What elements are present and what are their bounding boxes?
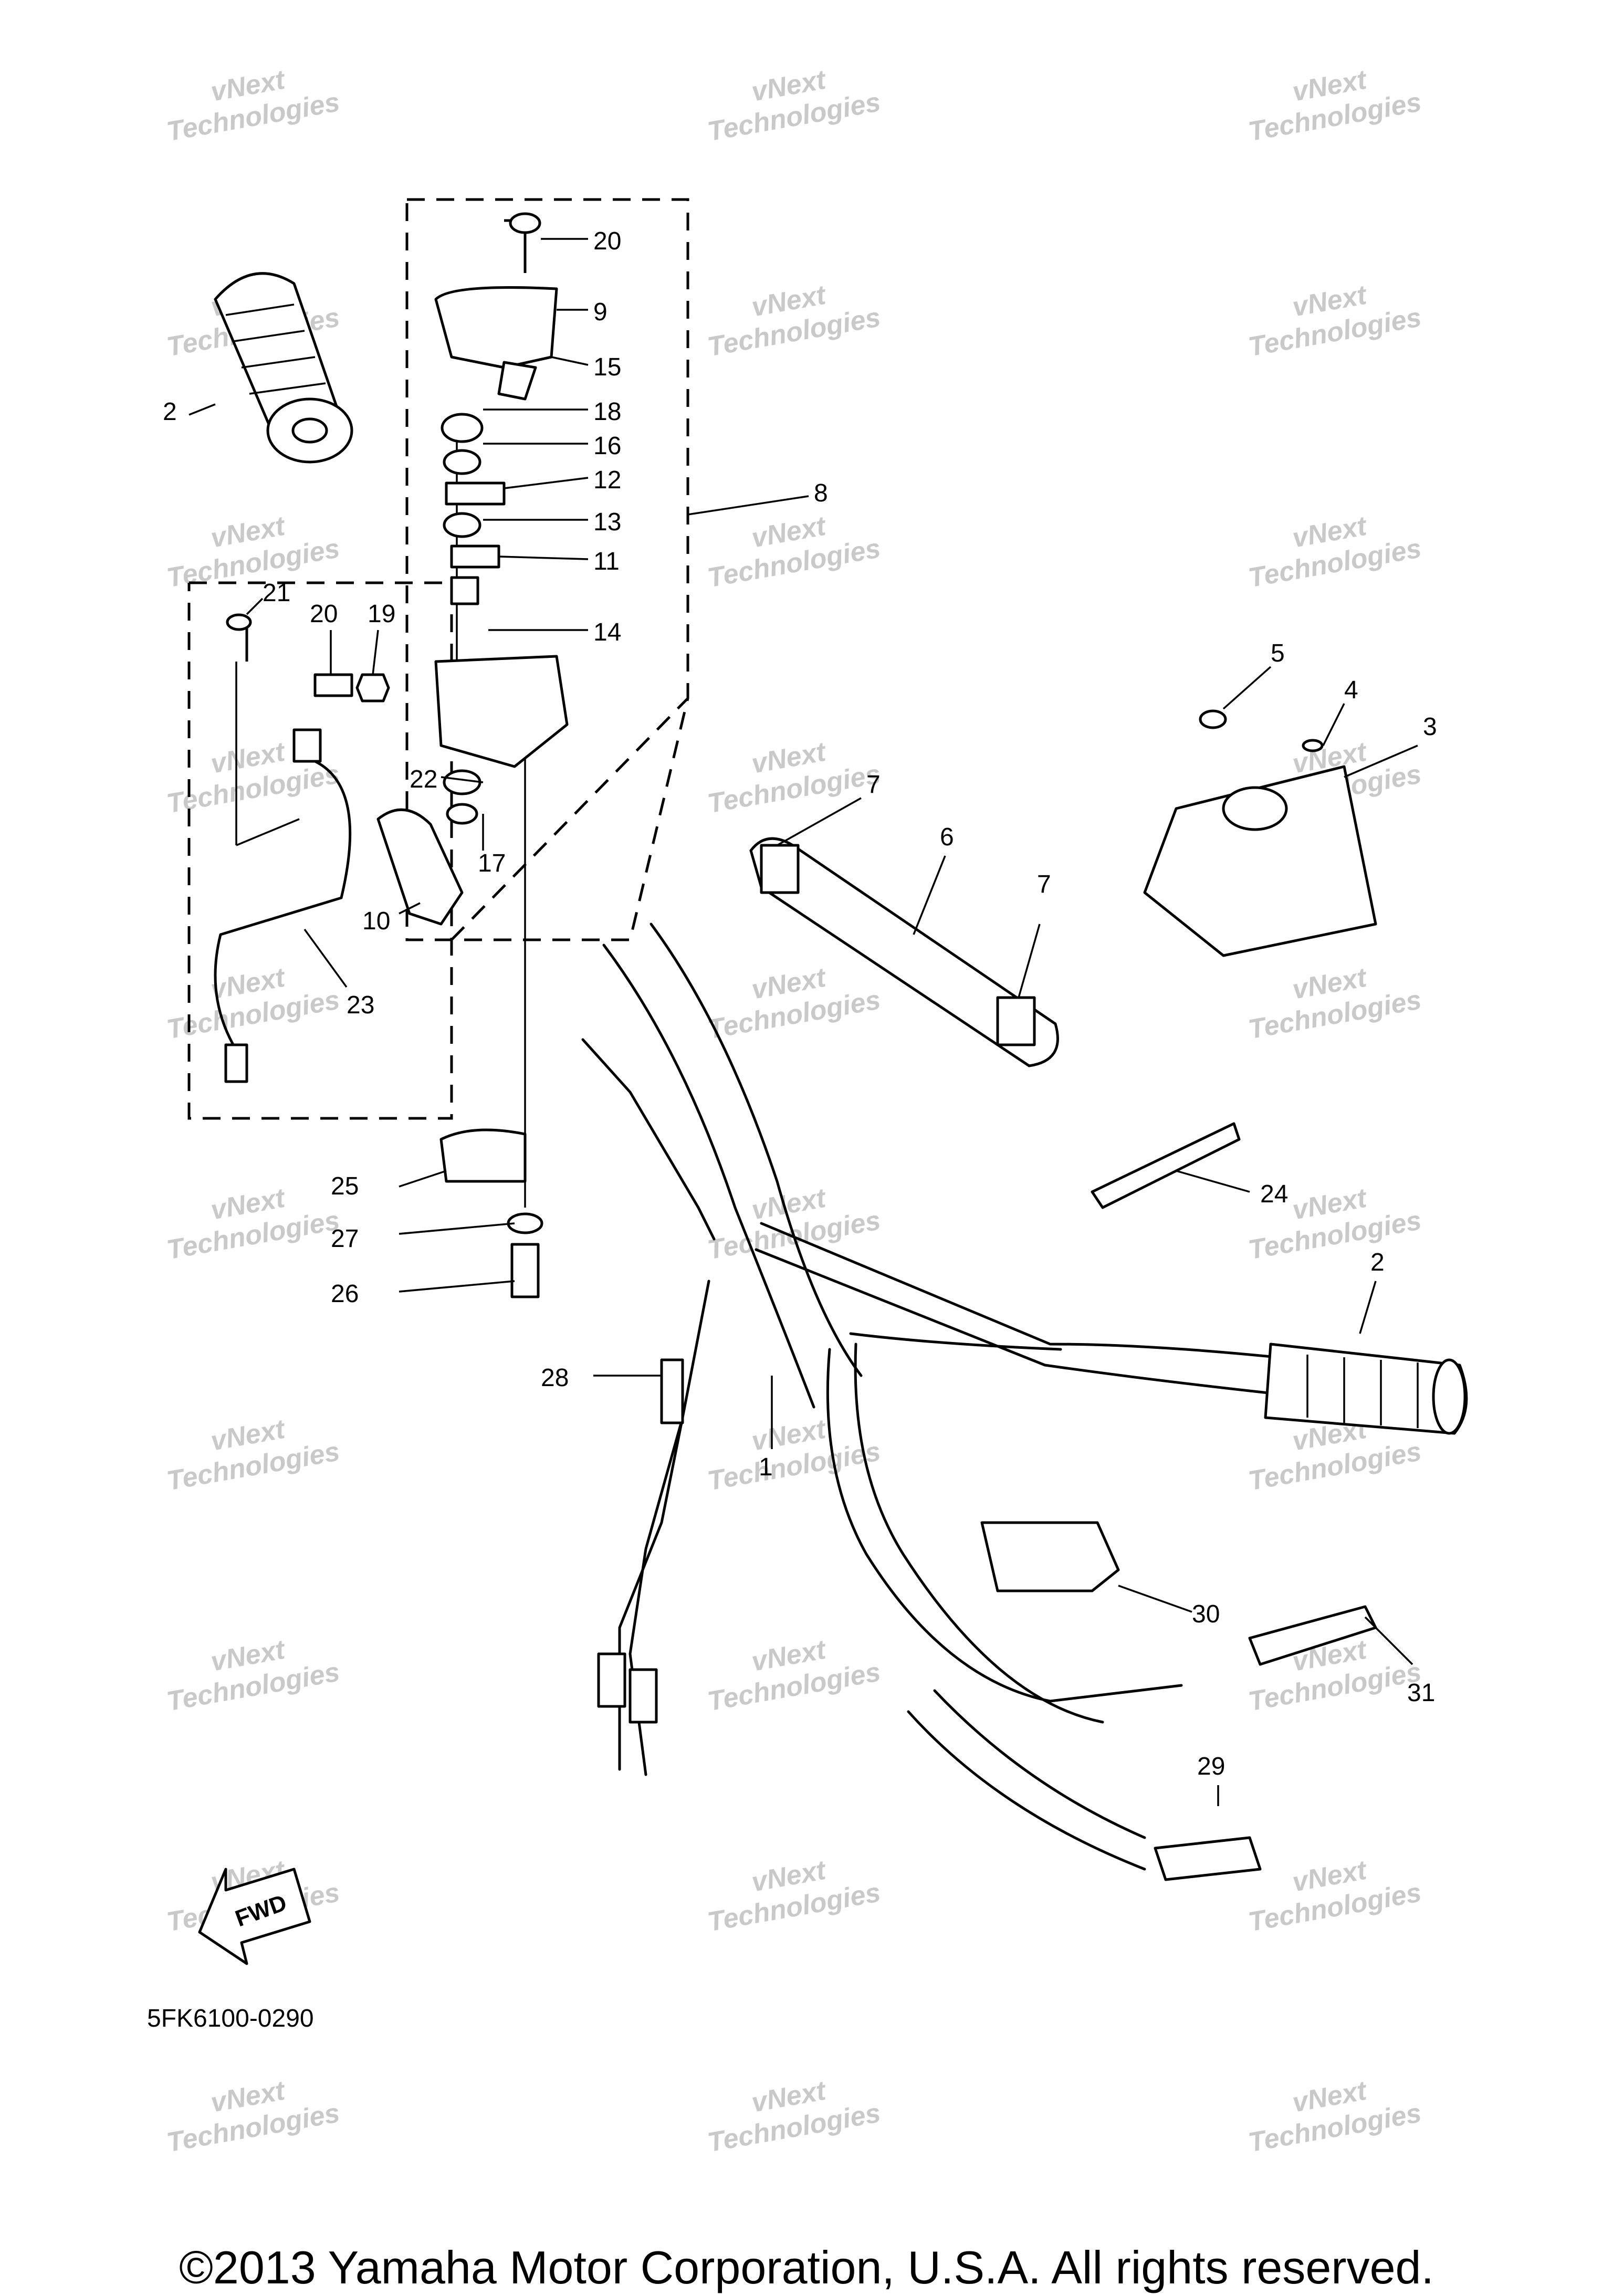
switch-and-wire (214, 613, 390, 1083)
callout-2: 2 (1370, 1249, 1385, 1276)
callout-25: 25 (331, 1172, 359, 1200)
throttle-lever (376, 808, 464, 926)
callout-22: 22 (410, 766, 437, 793)
boundary-diagonal (451, 697, 689, 941)
callout-labels: 20 9 15 18 16 12 8 13 11 14 2 21 20 19 2… (163, 227, 1437, 1780)
callout-7: 7 (1037, 871, 1051, 898)
callout-31: 31 (1407, 1679, 1435, 1707)
callout-7: 7 (866, 771, 881, 799)
assembly-23-boundary (187, 581, 453, 1120)
throttle-cable (581, 1038, 716, 1776)
callout-20: 20 (593, 227, 621, 255)
throttle-housing (434, 212, 569, 825)
brake-cables (826, 1343, 1377, 1881)
callout-4: 4 (1344, 676, 1358, 704)
callout-2: 2 (163, 398, 177, 426)
callout-29: 29 (1197, 1753, 1225, 1780)
handlebar-pad (749, 837, 1059, 1067)
right-grip (1264, 1343, 1468, 1435)
copyright-notice: ©2013 Yamaha Motor Corporation, U.S.A. A… (179, 2241, 1434, 2293)
callout-30: 30 (1192, 1600, 1220, 1628)
callout-27: 27 (331, 1225, 359, 1253)
callout-21: 21 (263, 579, 290, 607)
left-grip (214, 272, 353, 464)
leader-lines (188, 238, 1418, 1806)
callout-9: 9 (593, 298, 608, 326)
callout-20: 20 (310, 600, 338, 628)
callout-16: 16 (593, 432, 621, 460)
handlebar (602, 922, 1304, 1409)
callout-13: 13 (593, 508, 621, 536)
callout-17: 17 (478, 850, 506, 877)
callout-23: 23 (347, 991, 374, 1019)
callout-1: 1 (759, 1453, 773, 1481)
callout-18: 18 (593, 398, 621, 426)
callout-8: 8 (814, 479, 828, 507)
clamp-cover (1143, 709, 1377, 957)
lower-clamp (439, 1128, 543, 1298)
callout-15: 15 (593, 353, 621, 381)
callout-24: 24 (1260, 1180, 1288, 1208)
callout-10: 10 (362, 907, 390, 935)
callout-6: 6 (940, 823, 954, 851)
callout-14: 14 (593, 618, 621, 646)
fwd-arrow: FWD (198, 1868, 311, 1965)
callout-12: 12 (593, 466, 621, 494)
callout-19: 19 (368, 600, 395, 628)
callout-26: 26 (331, 1280, 359, 1308)
callout-5: 5 (1271, 639, 1285, 667)
cable-tie (1091, 1122, 1241, 1209)
callout-28: 28 (541, 1364, 569, 1392)
callout-11: 11 (593, 548, 620, 575)
callout-3: 3 (1423, 713, 1437, 741)
drawing-code: 5FK6100-0290 (147, 2005, 314, 2032)
